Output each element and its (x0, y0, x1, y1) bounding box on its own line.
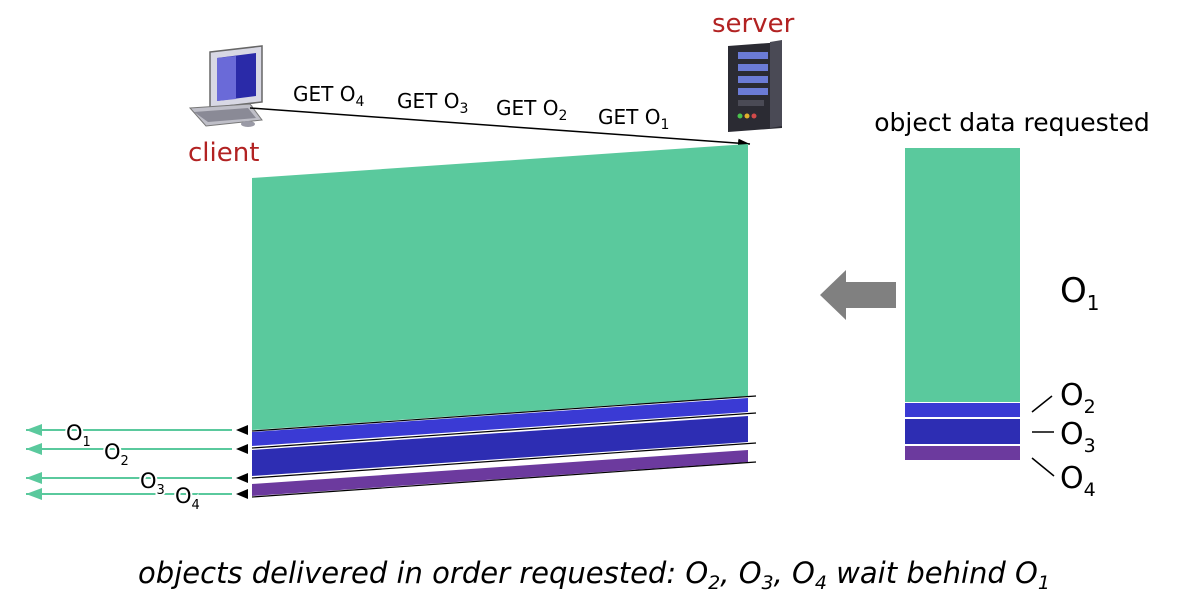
band-divider (251, 461, 757, 498)
arrowhead-icon (236, 473, 248, 483)
get-label: GET O3 (397, 89, 468, 117)
delivered-label-o1: O1 (66, 421, 91, 450)
response-o2-band (252, 398, 748, 446)
request-arrow (249, 107, 751, 148)
leader-line (1031, 395, 1053, 413)
panel-label-o4: O4 (1060, 461, 1096, 501)
arrowhead-icon (236, 425, 248, 435)
delivered-label-o3: O3 (140, 469, 165, 498)
response-o1-band (252, 144, 748, 430)
left-arrow-icon (820, 270, 896, 320)
get-label: GET O4 (293, 82, 364, 110)
client-computer-icon (188, 45, 263, 127)
leader-line (1031, 457, 1055, 477)
get-label: GET O1 (598, 105, 669, 133)
band-divider (251, 442, 757, 479)
panel-o4-block (905, 446, 1020, 460)
band-divider (251, 412, 757, 449)
panel-label-o3: O3 (1060, 417, 1096, 457)
client-label: client (188, 138, 259, 168)
response-o3-band (252, 416, 748, 476)
delivered-label-o4: O4 (175, 484, 200, 513)
panel-o3-block (905, 419, 1020, 444)
band-divider (251, 395, 757, 432)
panel-o1-block (905, 148, 1020, 402)
arrowhead-icon (236, 444, 248, 454)
panel-label-o2: O2 (1060, 378, 1096, 418)
caption: objects delivered in order requested: O2… (138, 556, 1050, 594)
arrowhead-icon (236, 489, 248, 499)
panel-label-o1: O1 (1060, 271, 1100, 315)
response-o4-band (252, 450, 748, 496)
get-label: GET O2 (496, 96, 567, 124)
panel-title: object data requested (874, 108, 1150, 137)
server-label: server (712, 9, 795, 39)
server-icon (728, 40, 782, 132)
panel-o2-block (905, 403, 1020, 417)
delivered-label-o2: O2 (104, 440, 129, 469)
